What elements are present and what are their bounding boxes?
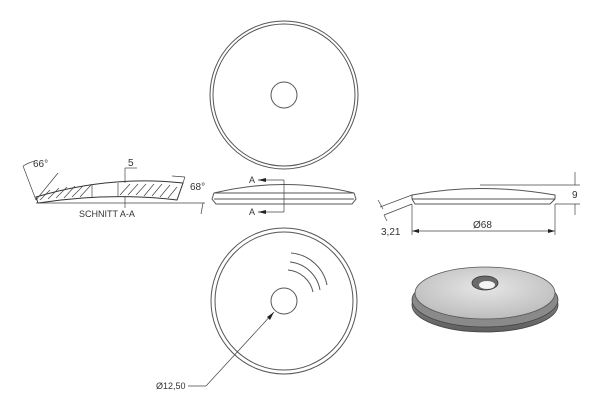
edge-ext-b [383,203,413,216]
angle-68-tick [200,202,204,215]
bottom-inner-circle [214,231,354,371]
center-hole-circle [270,81,298,109]
hatch-left [39,184,92,201]
height-label: 9 [572,190,578,201]
bottom-outer-circle [210,227,358,375]
section-view: 66° 68° 5 SCHNITT A-A [22,158,205,219]
hole-leader-arrow-icon [267,312,274,320]
dia-arrow-right-icon [548,229,555,233]
isometric-view [411,266,559,333]
section-outline [35,180,184,204]
edge-label: 3,21 [381,227,401,238]
angle-arc-66 [22,160,36,167]
edge-dim-a [377,199,384,210]
thickness-label: 5 [128,158,134,169]
outer-edge-circle [209,20,359,170]
hatch-right [119,183,178,199]
section-marker-top: A [249,175,255,185]
edge-dim-b [383,214,388,222]
arc-line-2 [289,261,321,291]
angle-66-label: 66° [33,159,48,170]
arc-line-3 [287,269,314,293]
side-view: 9 Ø68 3,21 [377,172,580,238]
bottom-hole-circle [270,287,298,315]
arc-line-1 [290,252,328,286]
top-view [209,20,359,170]
dia-arrow-left-icon [412,229,419,233]
front-outline [211,184,357,205]
arrow-bottom-icon [258,210,266,214]
section-marker-bottom: A [249,207,255,217]
angle-leader-66-a [22,165,37,201]
section-label: SCHNITT A-A [79,209,135,219]
angle-68-label: 68° [190,182,205,193]
inner-edge-circle [212,23,356,167]
edge-ext-a [379,194,413,208]
angle-arc-68 [171,175,186,178]
hole-diameter-label: Ø12,50 [156,381,186,391]
arrow-top-icon [258,178,266,182]
front-view: A A [211,175,357,217]
hole-leader-line [205,311,275,387]
bottom-view: Ø12,50 [156,227,358,391]
side-outline [411,188,556,205]
iso-top-face [414,266,556,320]
iso-hole-through [479,281,495,289]
diameter-label: Ø68 [473,220,492,231]
angle-leader-66-b [35,172,59,201]
angle-leader-68 [176,176,186,201]
